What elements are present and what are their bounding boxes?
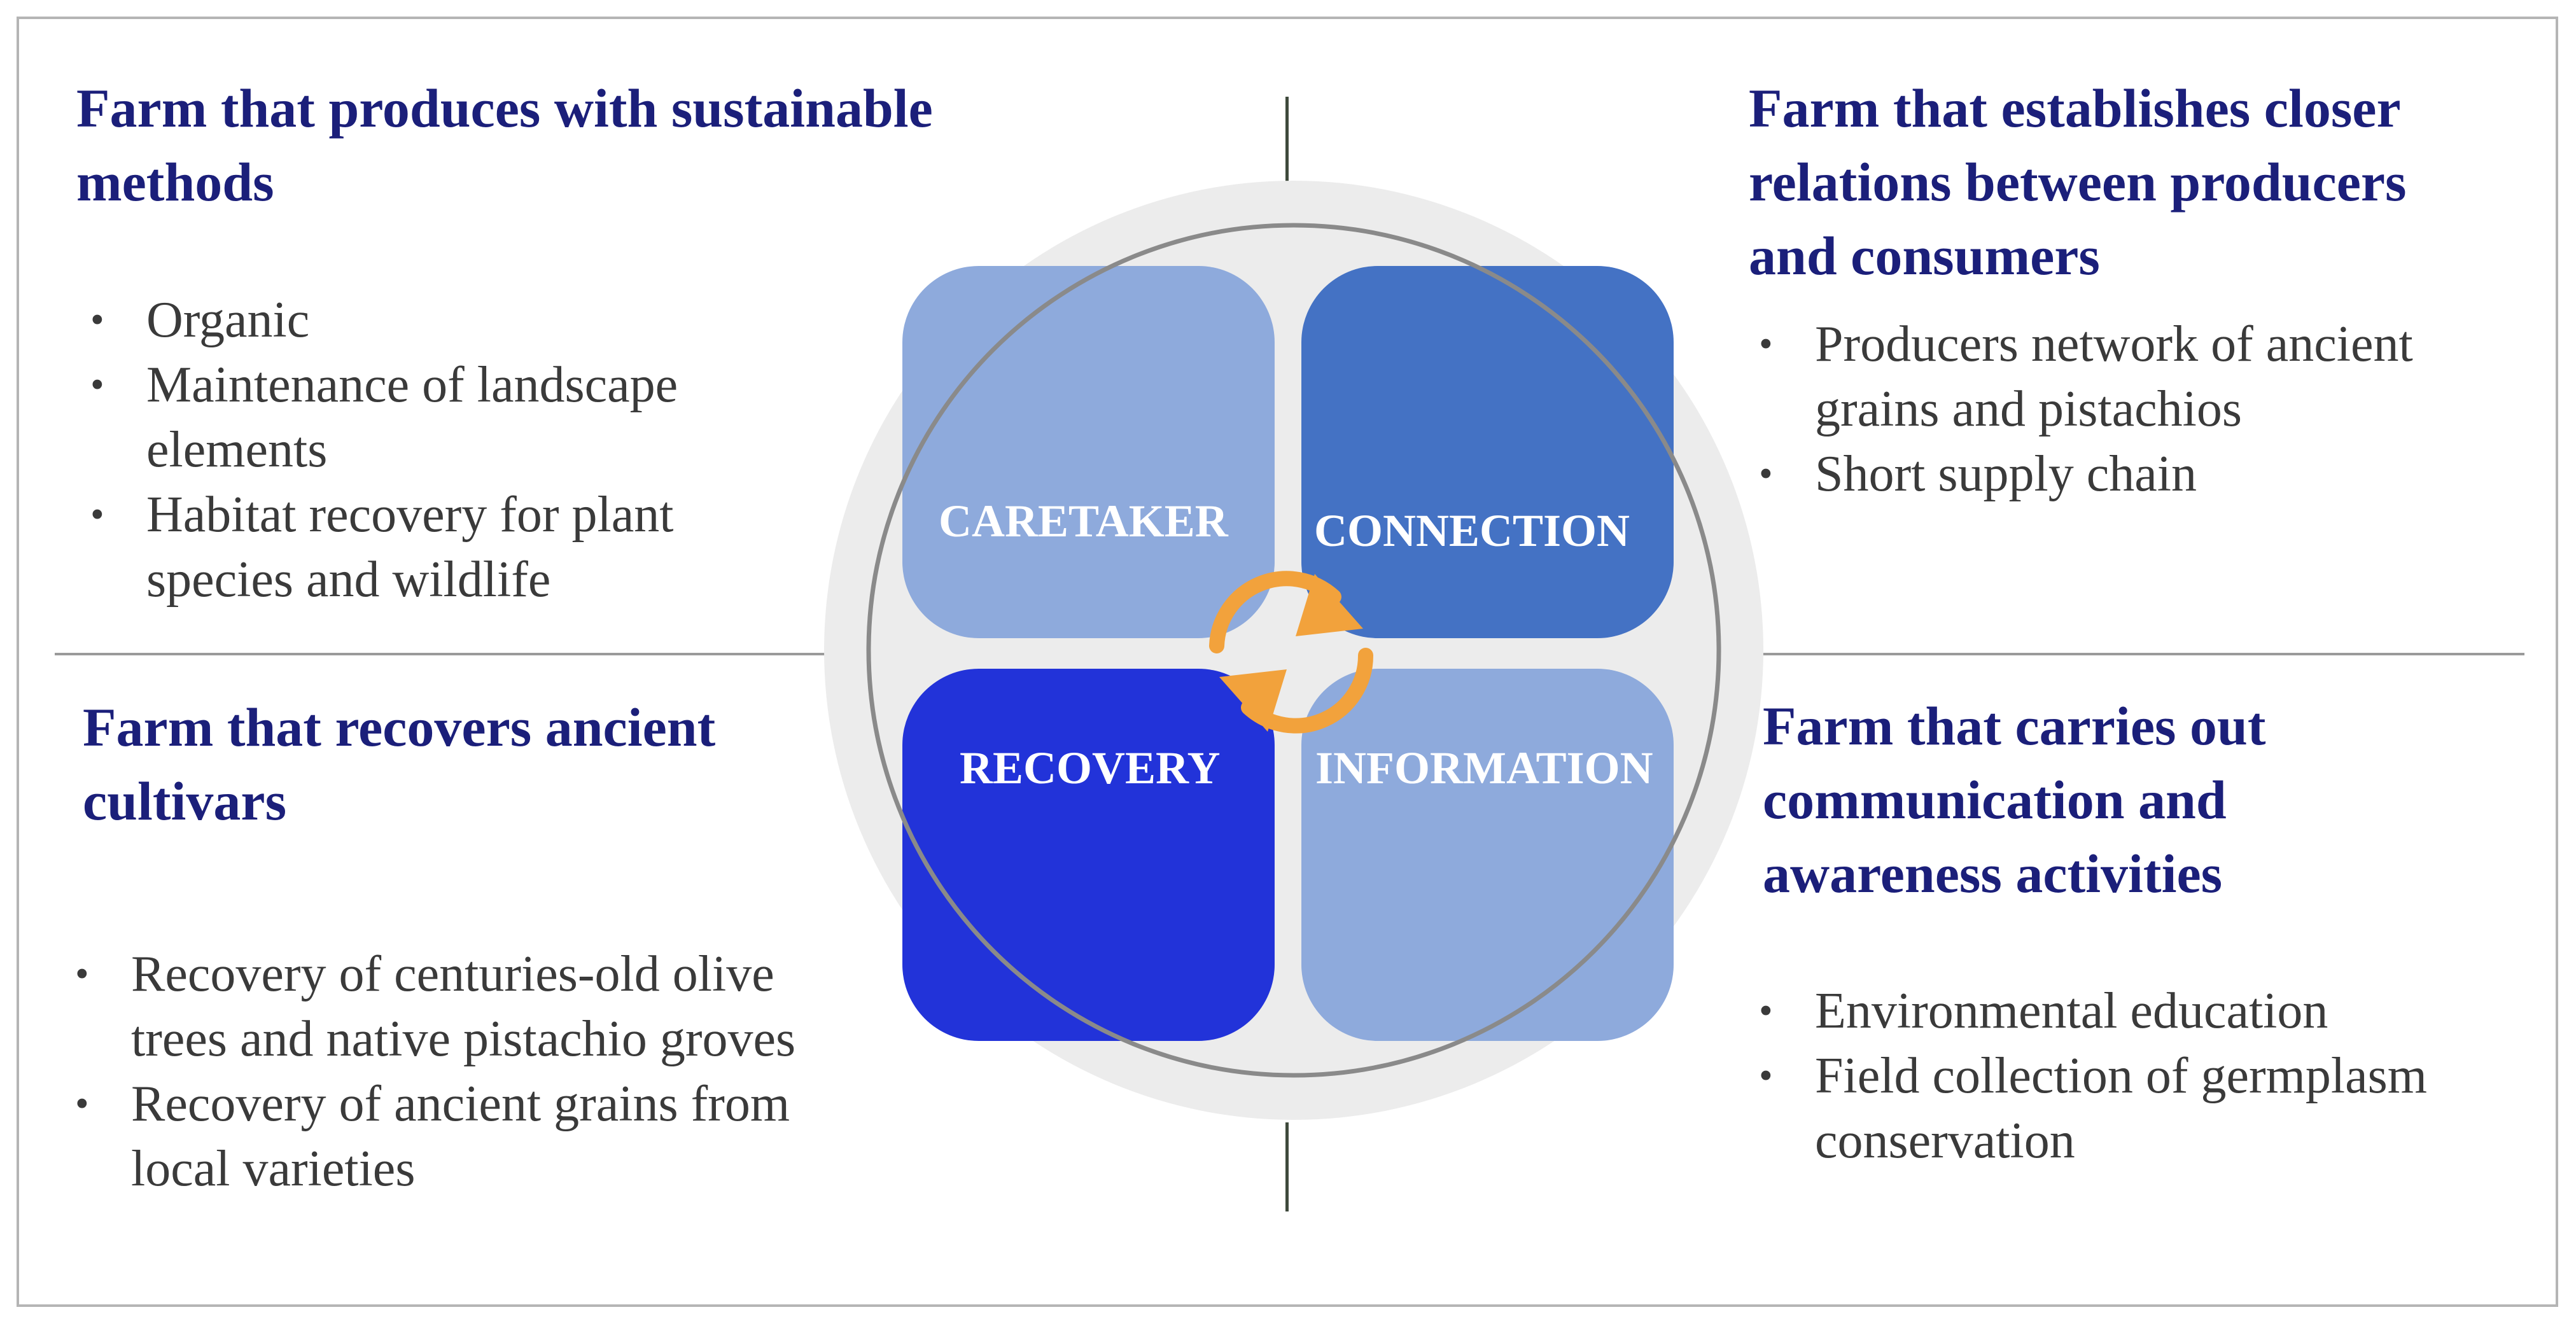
- list-item: Organic: [71, 288, 678, 352]
- connection-label: CONNECTION: [1314, 505, 1630, 556]
- bottom-right-heading-line-3: awareness activities: [1763, 843, 2223, 904]
- bottom-right-heading-line-1: Farm that carries out: [1763, 695, 2266, 757]
- information-tile: INFORMATION: [1301, 669, 1674, 1041]
- list-item: Environmental education: [1740, 979, 2427, 1043]
- recovery-label: RECOVERY: [960, 743, 1221, 793]
- caretaker-label: CARETAKER: [939, 496, 1228, 547]
- top-left-heading-line-1: Farm that produces with sustainable: [76, 78, 933, 139]
- top-left-heading: Farm that produces with sustainable meth…: [76, 71, 933, 219]
- top-left-heading-line-2: methods: [76, 151, 274, 213]
- top-right-heading-line-3: and consumers: [1749, 225, 2100, 286]
- top-divider-line: [1285, 97, 1289, 191]
- bottom-right-heading-line-2: communication and: [1763, 769, 2227, 830]
- bottom-left-heading-line-2: cultivars: [83, 771, 287, 832]
- connection-tile: CONNECTION: [1301, 266, 1674, 638]
- bottom-left-heading: Farm that recovers ancient cultivars: [83, 690, 715, 838]
- bottom-right-bullet-list: Environmental education Field collection…: [1740, 979, 2427, 1173]
- left-divider-line: [55, 653, 825, 655]
- information-label: INFORMATION: [1315, 743, 1653, 793]
- top-right-heading-line-2: relations between producers: [1749, 151, 2407, 213]
- diagram-frame: [17, 17, 2558, 1307]
- recovery-tile: RECOVERY: [902, 669, 1275, 1041]
- bottom-right-heading: Farm that carries out communication and …: [1763, 689, 2265, 911]
- bottom-divider-line: [1285, 1122, 1289, 1211]
- bottom-left-heading-line-1: Farm that recovers ancient: [83, 697, 716, 758]
- top-right-heading-line-1: Farm that establishes closer: [1749, 78, 2401, 139]
- list-item: Field collection of germplasmconservatio…: [1740, 1043, 2427, 1173]
- right-divider-line: [1753, 653, 2524, 655]
- caretaker-tile: CARETAKER: [902, 266, 1275, 638]
- top-left-bullet-list: Organic Maintenance of landscapeelements…: [71, 288, 678, 612]
- top-right-heading: Farm that establishes closer relations b…: [1749, 71, 2407, 293]
- list-item: Short supply chain: [1740, 442, 2413, 506]
